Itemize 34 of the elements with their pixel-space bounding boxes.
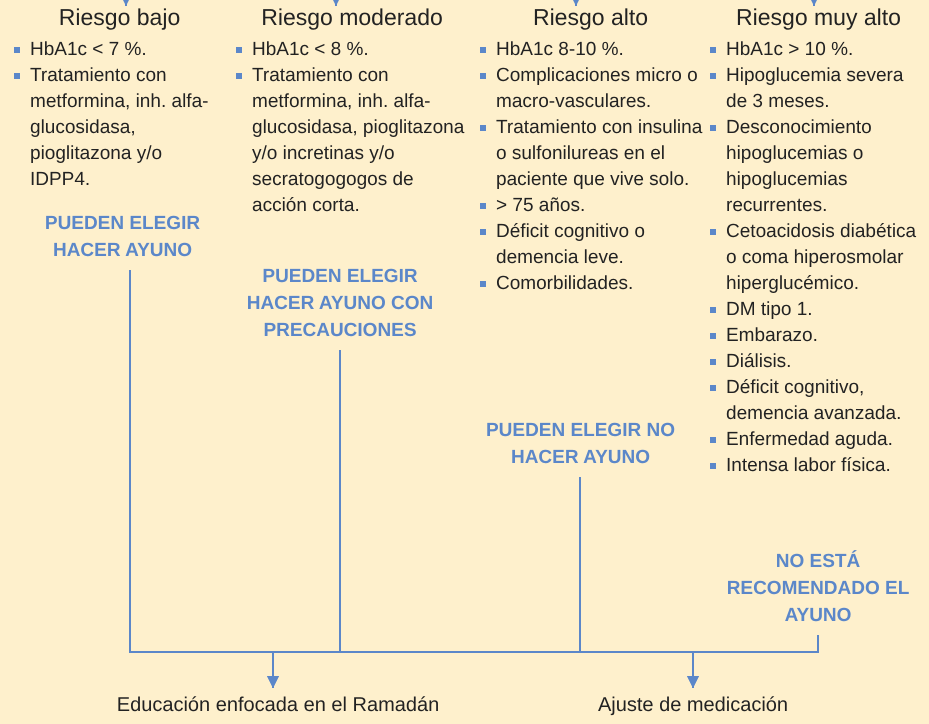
bullet-item: Cetoacidosis diabética o coma hiperosmolar hiperglucémico. [708, 219, 929, 297]
bullet-item: Complicaciones micro o macro-vasculares. [478, 63, 703, 115]
risk-heading: Riesgo bajo [58, 4, 182, 31]
bullet-item: HbA1c > 10 %. [708, 37, 929, 63]
bullet-item: Intensa labor física. [708, 453, 929, 479]
bullet-item: > 75 años. [478, 193, 703, 219]
bullet-item: Diálisis. [708, 349, 929, 375]
bullet-item: Comorbilidades. [478, 271, 703, 297]
bullet-item: Déficit cognitivo, demencia avanzada. [708, 375, 929, 427]
bullet-item: HbA1c < 7 %. [12, 37, 227, 63]
bullet-item: Déficit cognitivo o demencia leve. [478, 219, 703, 271]
risk-heading: Riesgo muy alto [735, 4, 902, 31]
connector-arrow [808, 0, 820, 6]
bullet-item: Desconocimiento hipoglucemias o hipoglucemias recurrentes. [708, 115, 929, 219]
recommendation-text: PUEDEN ELEGIR HACER AYUNO CON PRECAUCIONES [234, 263, 446, 344]
bullet-item: DM tipo 1. [708, 297, 929, 323]
risk-heading: Riesgo alto [532, 4, 650, 31]
bullet-item: Enfermedad aguda. [708, 427, 929, 453]
recommendation-text: PUEDEN ELEGIR NO HACER AYUNO [478, 417, 683, 471]
connector-arrow [120, 0, 132, 6]
recommendation-text: PUEDEN ELEGIR HACER AYUNO [20, 210, 225, 264]
outcome-text: Educación enfocada en el Ramadán [78, 694, 478, 717]
bullet-item: Tratamiento con metformina, inh. alfa-glucosidasa, pioglitazona y/o incretinas y/o secratogogogos de acción corta. [234, 63, 470, 219]
bullet-item: Embarazo. [708, 323, 929, 349]
connector-arrow [570, 0, 582, 6]
outcome-text: Ajuste de medicación [553, 694, 833, 717]
bullet-item: HbA1c 8-10 %. [478, 37, 703, 63]
bullet-item: Hipoglucemia severa de 3 meses. [708, 63, 929, 115]
bullet-item: HbA1c < 8 %. [234, 37, 470, 63]
recommendation-text: NO ESTÁ RECOMENDADO EL AYUNO [713, 548, 923, 629]
bullet-item: Tratamiento con insulina o sulfonilureas en el paciente que vive solo. [478, 115, 703, 193]
bullet-item: Tratamiento con metformina, inh. alfa-glucosidasa, pioglitazona y/o IDPP4. [12, 63, 227, 193]
risk-heading: Riesgo moderado [260, 4, 444, 31]
connector-arrow [330, 0, 342, 6]
